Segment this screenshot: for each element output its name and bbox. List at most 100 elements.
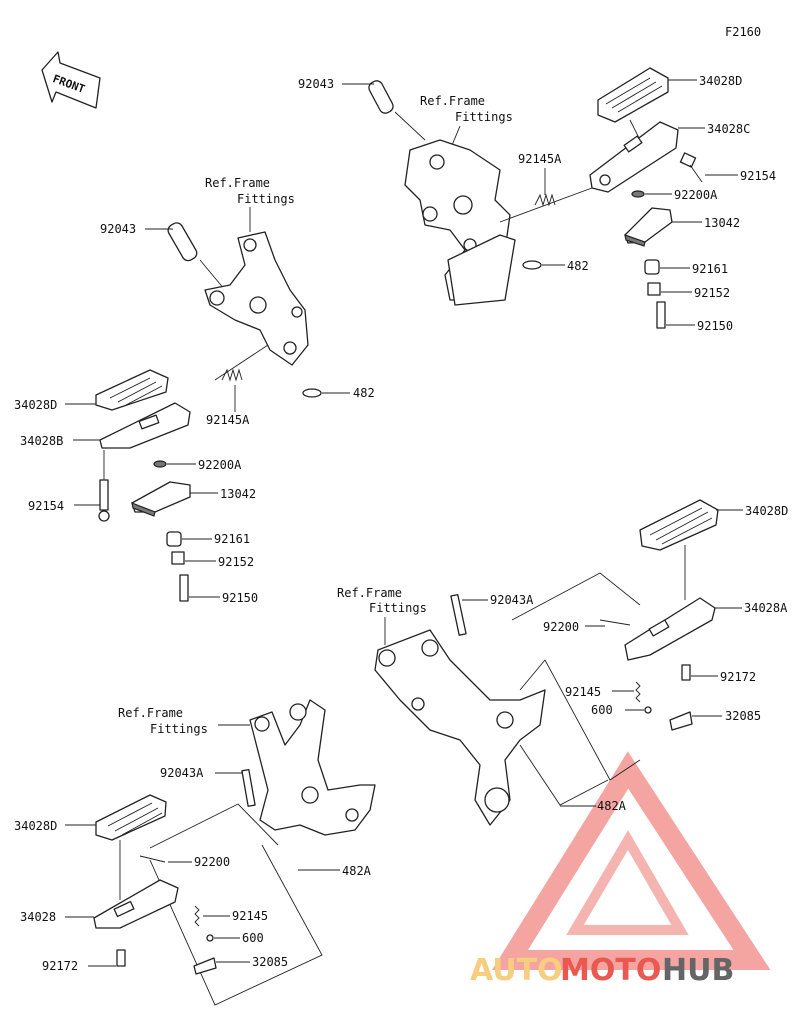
bracket-front-right <box>404 139 516 306</box>
label-92043-right: 92043 <box>298 77 334 91</box>
washer-92200A-right <box>631 190 645 198</box>
label-92200-left: 92200 <box>194 855 230 869</box>
label-92172-right: 92172 <box>720 670 756 684</box>
label-92043-left: 92043 <box>100 222 136 236</box>
bracket-rear-right <box>374 629 546 826</box>
plate-13042-right <box>624 207 673 247</box>
spring-92145-right <box>635 681 641 703</box>
spring-92145-left <box>194 905 200 927</box>
label-92145A-left: 92145A <box>206 413 250 427</box>
label-ref-frame-1b: Fittings <box>455 110 513 124</box>
assembly-front-left: Ref.Frame Fittings 92043 92145A 482 <box>14 176 375 605</box>
label-92154-left: 92154 <box>28 499 64 513</box>
diagram-id: F2160 <box>725 25 761 39</box>
front-arrow-icon: FRONT <box>41 51 101 109</box>
collar-92161-left <box>166 531 182 547</box>
label-ref-frame-2a: Ref.Frame <box>205 176 270 190</box>
ball-600-left <box>206 934 214 942</box>
washer-92200A-left <box>153 460 167 468</box>
label-92043A-left: 92043A <box>160 766 204 780</box>
label-13042-right: 13042 <box>704 216 740 230</box>
label-ref-frame-3b: Fittings <box>369 601 427 615</box>
label-92043A-right: 92043A <box>490 593 534 607</box>
label-34028C: 34028C <box>707 122 750 136</box>
rubber-34028D-lower-right <box>639 499 719 551</box>
label-ref-frame-4a: Ref.Frame <box>118 706 183 720</box>
label-92150-right: 92150 <box>697 319 733 333</box>
label-13042-left: 13042 <box>220 487 256 501</box>
rubber-34028D-bottom-left <box>95 794 167 841</box>
bush-92152-right <box>647 282 661 296</box>
spring-92145A-left <box>221 368 243 382</box>
label-92161-left: 92161 <box>214 532 250 546</box>
step-34028B <box>99 402 191 449</box>
label-482-left: 482 <box>353 386 375 400</box>
bolt-92172-right <box>681 664 691 681</box>
label-34028D-lower-right: 34028D <box>745 504 788 518</box>
label-482-right: 482 <box>567 259 589 273</box>
pin-92043-right <box>368 80 394 114</box>
bolt-92154-left <box>98 450 110 522</box>
watermark-hub: HUB <box>662 953 734 988</box>
label-600-right: 600 <box>591 703 613 717</box>
plate-32085-left <box>193 957 217 975</box>
clip-482-right <box>522 260 542 270</box>
bolt-92150-left <box>179 574 189 602</box>
label-600-left: 600 <box>242 931 264 945</box>
label-92200A-left: 92200A <box>198 458 242 472</box>
bolt-92154-right <box>679 152 703 183</box>
collar-92161-right <box>644 259 660 275</box>
pin-92043-left <box>167 222 198 262</box>
watermark-logo: AUTO MOTO HUB <box>470 751 771 988</box>
bracket-front-left <box>204 231 309 366</box>
label-32085-right: 32085 <box>725 709 761 723</box>
label-ref-frame-3a: Ref.Frame <box>337 586 402 600</box>
label-92172-left: 92172 <box>42 959 78 973</box>
bolt-92172-left <box>116 949 126 967</box>
assembly-front-right: 92043 Ref.Frame Fittings 92145A 482 <box>298 67 776 333</box>
rubber-34028D-top-right <box>597 67 669 123</box>
label-92145-right: 92145 <box>565 685 601 699</box>
assembly-rear-left: Ref.Frame Fittings 92043A 482A 34028D 92… <box>14 699 376 1006</box>
plate-32085-right <box>669 711 693 731</box>
assembly-rear-right: Ref.Frame Fittings 92043A 92200 34028D <box>337 499 788 826</box>
watermark-auto: AUTO <box>470 953 563 988</box>
rubber-34028D-mid-left <box>95 369 169 411</box>
bush-92152-left <box>171 551 185 565</box>
label-34028B: 34028B <box>20 434 63 448</box>
label-34028: 34028 <box>20 910 56 924</box>
label-ref-frame-2b: Fittings <box>237 192 295 206</box>
plate-13042-left <box>131 481 191 517</box>
ball-600-right <box>644 706 652 714</box>
label-92152-left: 92152 <box>218 555 254 569</box>
step-34028A <box>624 597 716 661</box>
step-34028 <box>93 879 179 929</box>
label-92145-left: 92145 <box>232 909 268 923</box>
watermark-triangle <box>492 751 771 970</box>
label-482A-right: 482A <box>597 799 627 813</box>
label-ref-frame-1a: Ref.Frame <box>420 94 485 108</box>
label-92145A-right: 92145A <box>518 152 562 166</box>
label-32085-left: 32085 <box>252 955 288 969</box>
label-482A-left: 482A <box>342 864 372 878</box>
label-92161-right: 92161 <box>692 262 728 276</box>
watermark-moto: MOTO <box>560 953 661 988</box>
label-92150-left: 92150 <box>222 591 258 605</box>
label-92152-right: 92152 <box>694 286 730 300</box>
step-34028C <box>589 121 679 193</box>
pin-92043A-right <box>450 593 467 636</box>
label-ref-frame-4b: Fittings <box>150 722 208 736</box>
label-34028D-bottom-left: 34028D <box>14 819 57 833</box>
bracket-rear-left <box>249 699 376 836</box>
label-92200-right: 92200 <box>543 620 579 634</box>
bolt-92150-right <box>656 301 666 329</box>
spring-92145A-right <box>534 193 556 207</box>
pin-92043A-left <box>241 768 256 807</box>
label-92154-right: 92154 <box>740 169 776 183</box>
label-92200A-right: 92200A <box>674 188 718 202</box>
label-34028D-mid-left: 34028D <box>14 398 57 412</box>
label-34028A: 34028A <box>744 601 788 615</box>
label-34028D-top-right: 34028D <box>699 74 742 88</box>
clip-482-left <box>302 388 322 398</box>
